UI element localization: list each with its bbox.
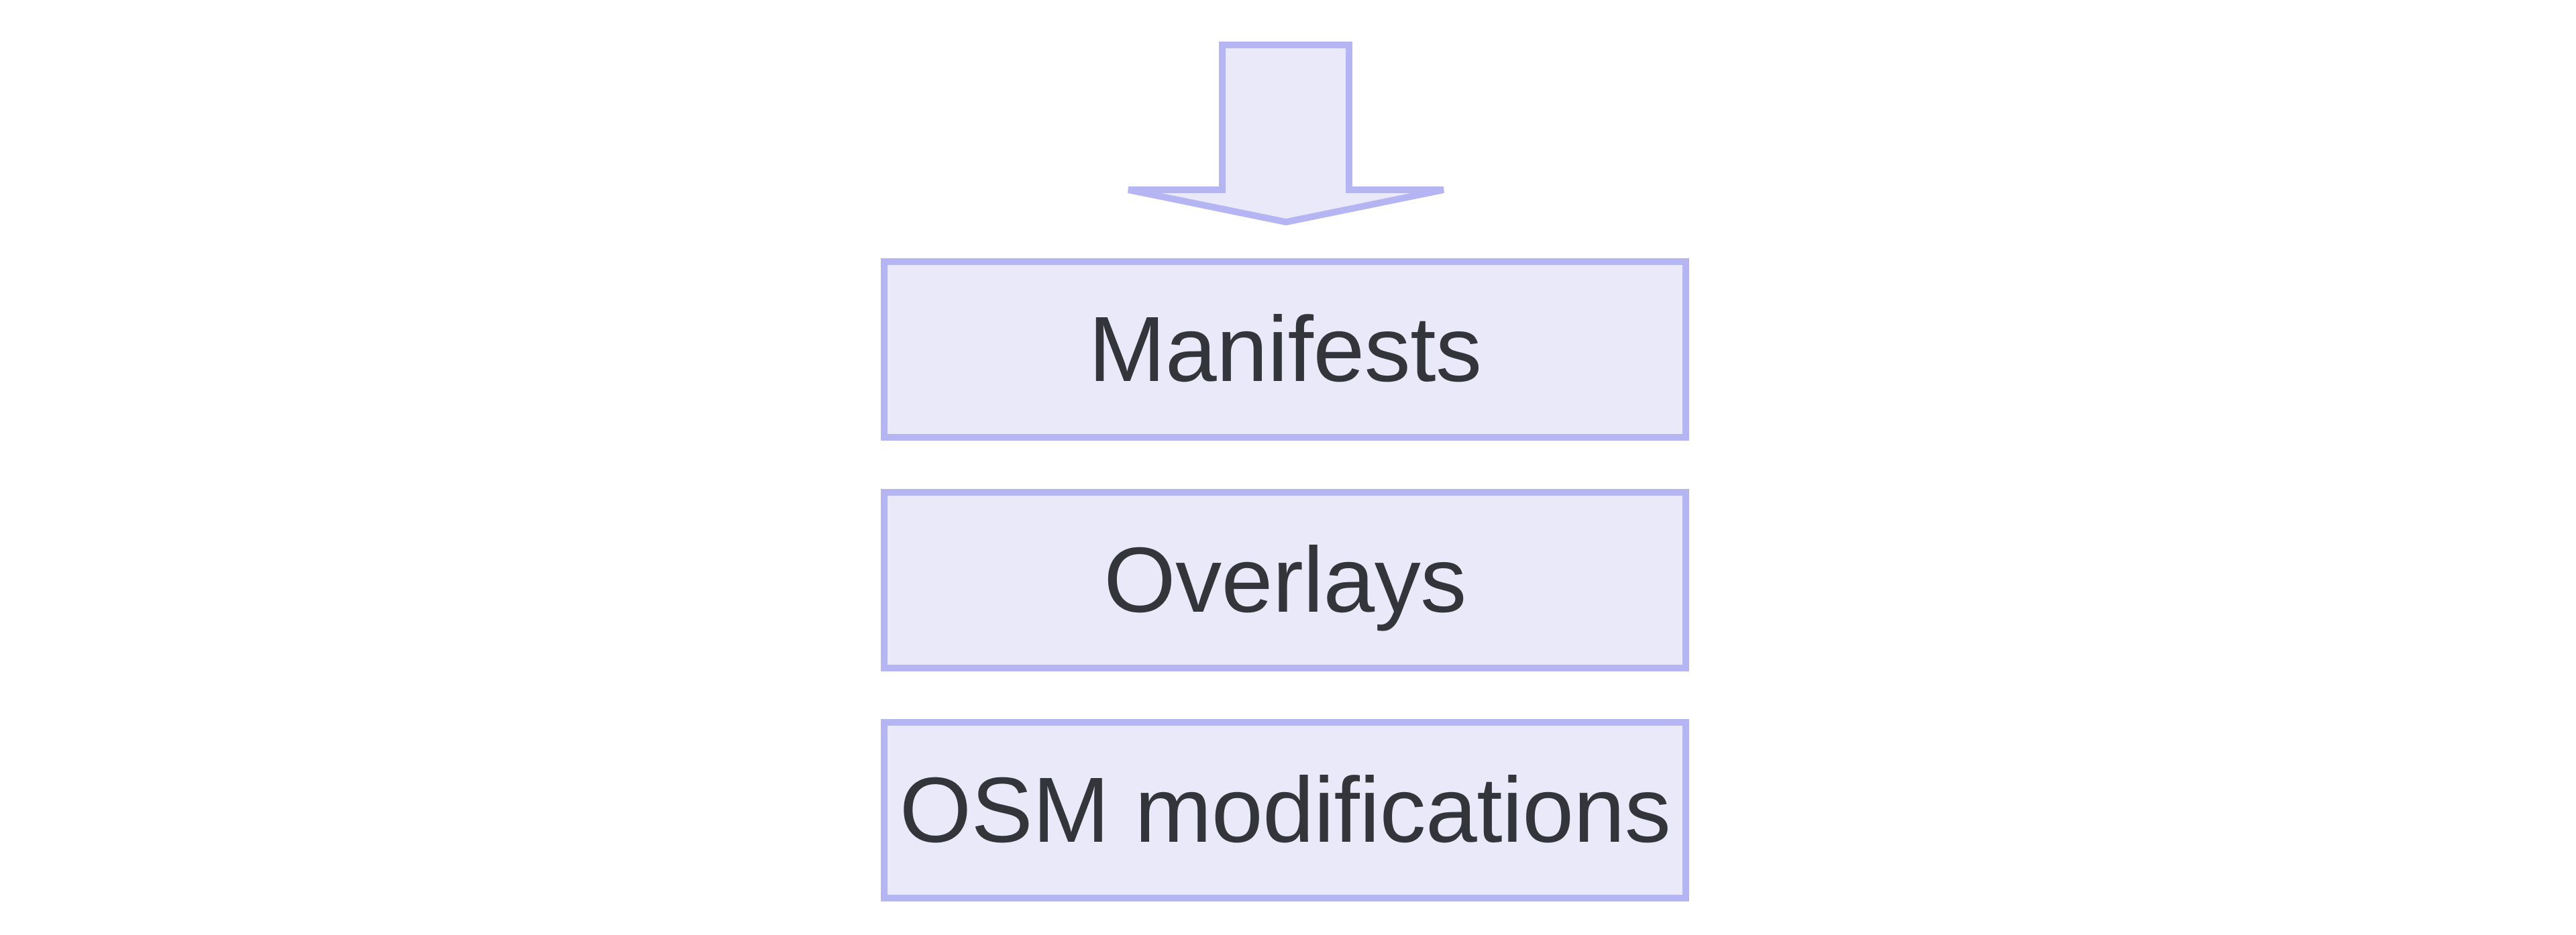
- flow-box-overlays: Overlays: [881, 489, 1689, 671]
- flow-box-label: Manifests: [1088, 298, 1482, 401]
- down-arrow-shape: [1127, 42, 1445, 226]
- flow-box-osm-modifications: OSM modifications: [881, 719, 1689, 901]
- flow-box-manifests: Manifests: [881, 258, 1689, 441]
- down-arrow-icon: [1127, 42, 1445, 226]
- flow-box-label: Overlays: [1104, 529, 1466, 632]
- flow-box-label: OSM modifications: [899, 759, 1671, 862]
